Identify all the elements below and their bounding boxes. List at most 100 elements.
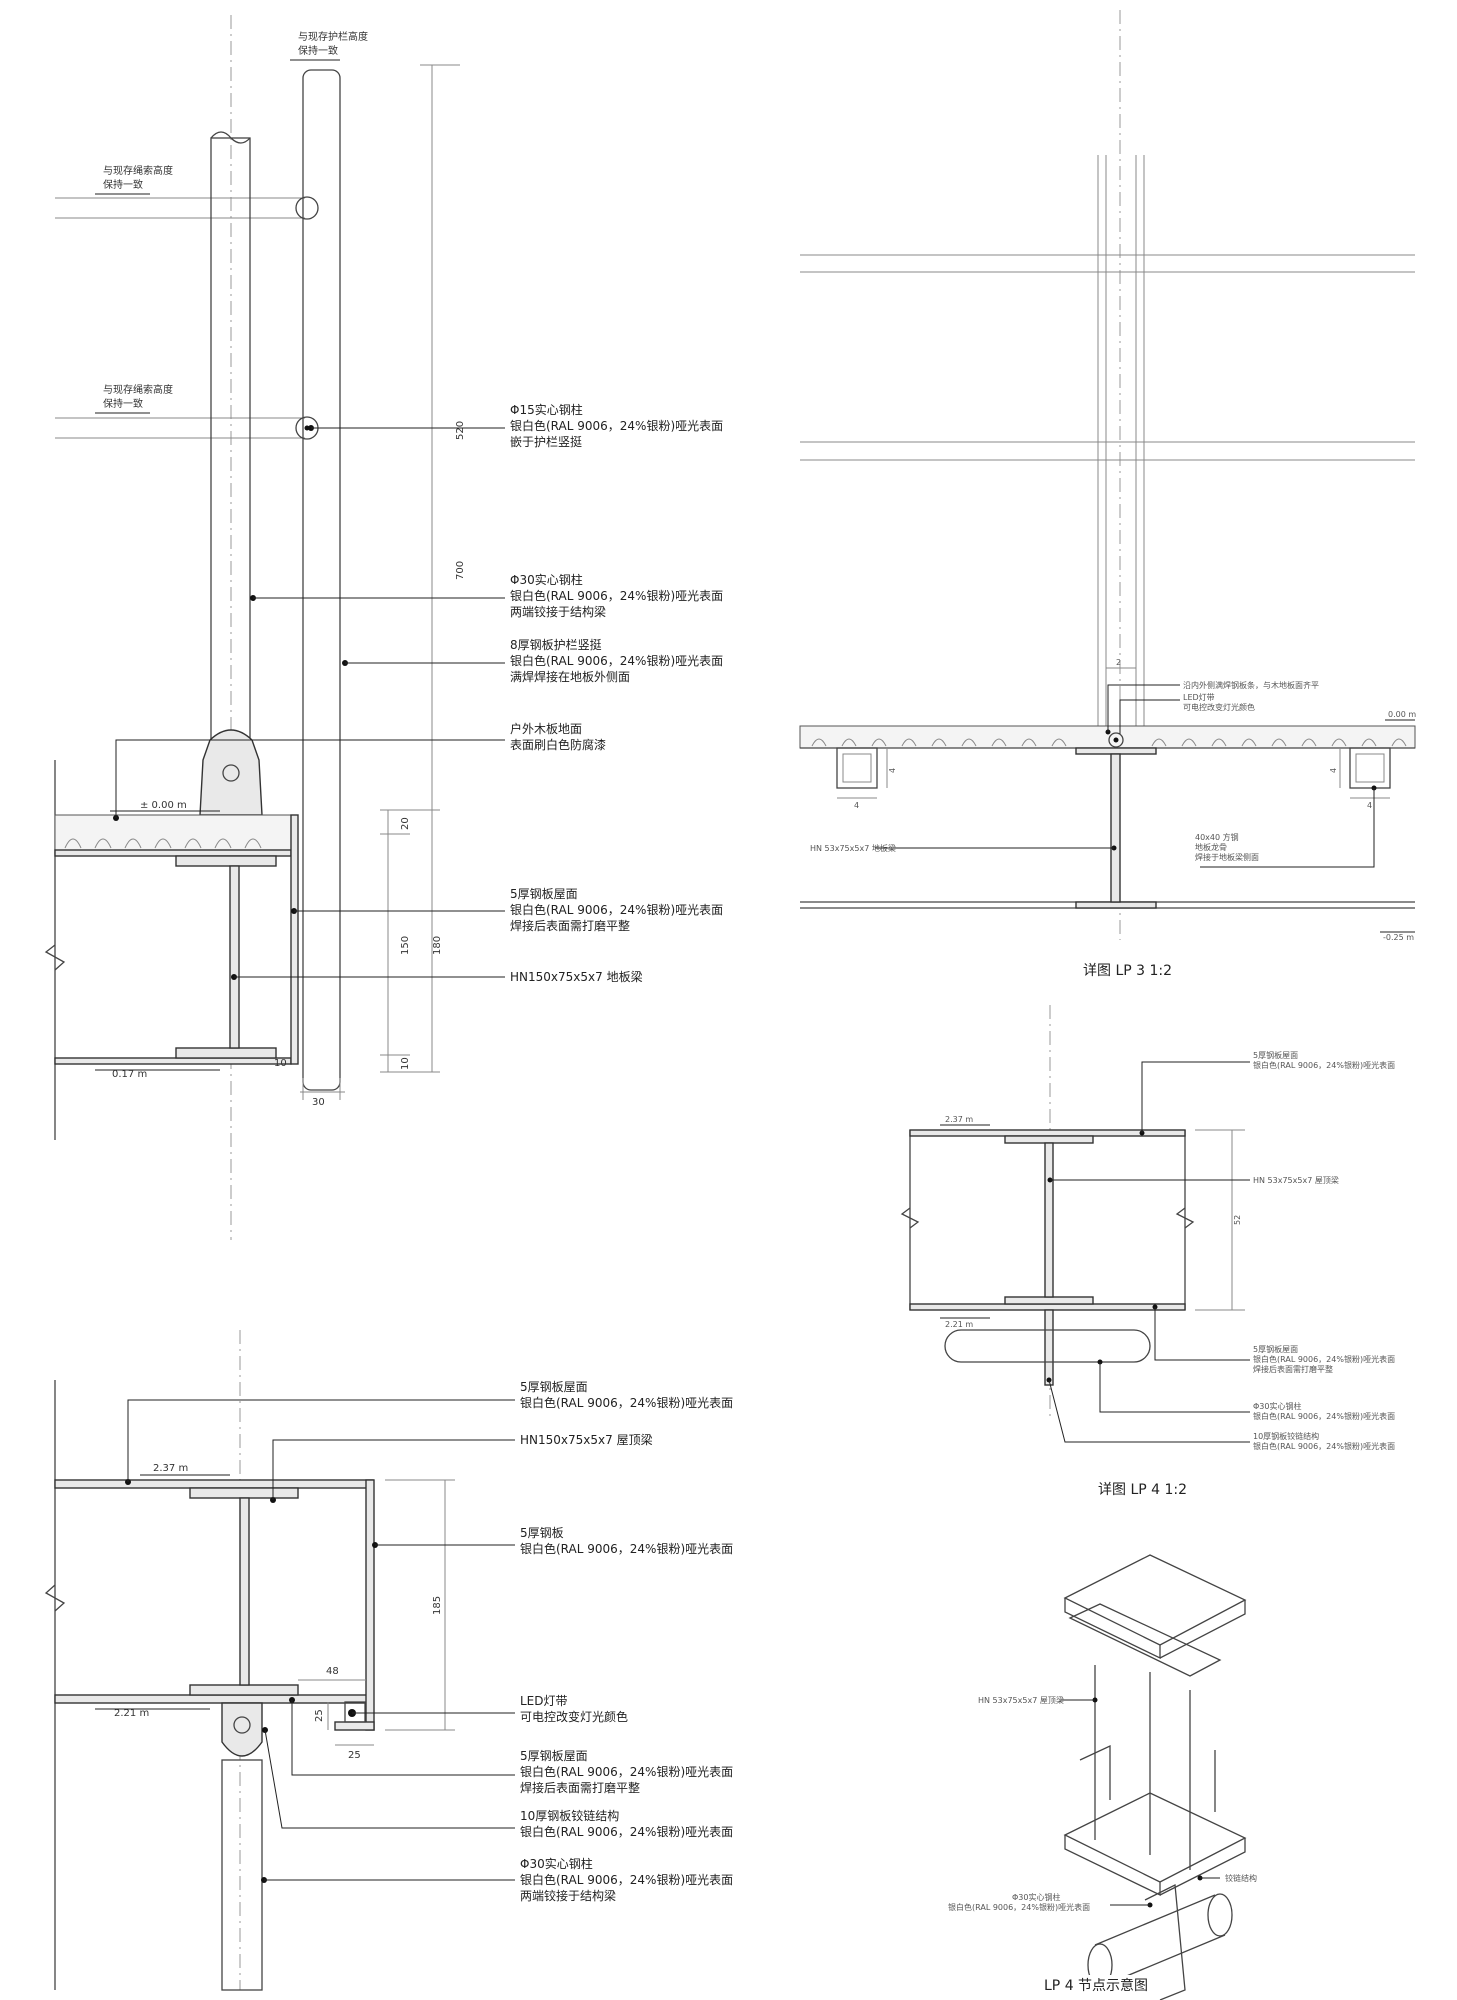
- roof-steel-plate-top: [54, 1479, 374, 1489]
- svg-text:LED灯带: LED灯带: [1183, 692, 1215, 702]
- lp4-hinge-plate: [1044, 1309, 1054, 1386]
- lp3-floor-beam: [1075, 747, 1157, 909]
- svg-text:与现存绳索高度: 与现存绳索高度: [103, 164, 173, 177]
- svg-text:银白色(RAL 9006，24%银粉)哑光表面: 银白色(RAL 9006，24%银粉)哑光表面: [510, 902, 723, 917]
- svg-text:10厚钢板铰链结构: 10厚钢板铰链结构: [520, 1808, 619, 1823]
- lp3-level-right: 0.00 m: [1385, 710, 1416, 721]
- svg-text:可电控改变灯光颜色: 可电控改变灯光颜色: [520, 1709, 628, 1724]
- svg-text:焊接后表面需打磨平整: 焊接后表面需打磨平整: [1253, 1364, 1333, 1374]
- callout-led-strip: LED灯带 可电控改变灯光颜色: [349, 1694, 628, 1724]
- svg-text:2: 2: [1116, 658, 1121, 667]
- svg-text:Φ15实心钢柱: Φ15实心钢柱: [510, 402, 583, 417]
- detail-a-break-symbol: [44, 944, 66, 971]
- svg-text:185: 185: [432, 1596, 443, 1615]
- node-callout-hinge: 铰链结构: [1197, 1873, 1257, 1883]
- svg-text:5厚钢板: 5厚钢板: [520, 1526, 564, 1540]
- svg-text:嵌于护栏竖挺: 嵌于护栏竖挺: [510, 434, 582, 449]
- lp4-callout-post: Φ30实心钢柱 银白色(RAL 9006，24%银粉)哑光表面: [1097, 1359, 1395, 1421]
- svg-text:5厚钢板屋面: 5厚钢板屋面: [510, 887, 578, 901]
- svg-text:30: 30: [312, 1097, 325, 1108]
- svg-text:Φ30实心钢柱: Φ30实心钢柱: [510, 572, 583, 587]
- svg-text:银白色(RAL 9006，24%银粉)哑光表面: 银白色(RAL 9006，24%银粉)哑光表面: [520, 1872, 733, 1887]
- hn150-roof-beam: [189, 1487, 299, 1696]
- svg-text:150: 150: [400, 936, 411, 955]
- svg-text:2.37 m: 2.37 m: [945, 1115, 973, 1124]
- detail-b-dimensions: 185 48 25 25: [298, 1479, 455, 1761]
- callout-roof-plate-bottom: 5厚钢板屋面 银白色(RAL 9006，24%银粉)哑光表面 焊接后表面需打磨平…: [289, 1697, 733, 1795]
- lp4-caption: 详图 LP 4 1:2: [1098, 1482, 1187, 1498]
- lp3-square-tube-left: [836, 747, 878, 789]
- svg-text:与现存绳索高度: 与现存绳索高度: [103, 383, 173, 396]
- svg-text:保持一致: 保持一致: [103, 397, 143, 410]
- svg-text:银白色(RAL 9006，24%银粉)哑光表面: 银白色(RAL 9006，24%银粉)哑光表面: [1253, 1411, 1395, 1421]
- callout-steel-roof-plate: 5厚钢板屋面 银白色(RAL 9006，24%银粉)哑光表面 焊接后表面需打磨平…: [291, 887, 723, 933]
- svg-text:可电控改变灯光颜色: 可电控改变灯光颜色: [1183, 702, 1255, 712]
- svg-text:520: 520: [455, 421, 466, 440]
- callout-phi15-rod: Φ15实心钢柱 银白色(RAL 9006，24%银粉)哑光表面 嵌于护栏竖挺: [308, 402, 723, 449]
- lp3-callout-steel-strip: 沿内外侧满焊钢板条，与木地板面齐平: [1105, 680, 1319, 735]
- svg-text:52: 52: [1233, 1215, 1242, 1225]
- svg-text:180: 180: [432, 936, 443, 955]
- svg-text:与现存护栏高度: 与现存护栏高度: [298, 30, 368, 43]
- svg-text:满焊焊接在地板外侧面: 满焊焊接在地板外侧面: [510, 669, 630, 684]
- svg-text:5厚钢板屋面: 5厚钢板屋面: [1253, 1344, 1298, 1354]
- svg-text:4: 4: [854, 801, 859, 810]
- svg-text:HN 53x75x5x7 屋顶梁: HN 53x75x5x7 屋顶梁: [1253, 1176, 1339, 1185]
- svg-text:银白色(RAL 9006，24%银粉)哑光表面: 银白色(RAL 9006，24%银粉)哑光表面: [1253, 1354, 1395, 1364]
- level-mark-237: 2.37 m: [140, 1463, 230, 1476]
- lp4-level-top: 2.37 m: [940, 1115, 990, 1126]
- hn150-floor-beam: [175, 855, 277, 1059]
- svg-text:5厚钢板屋面: 5厚钢板屋面: [520, 1380, 588, 1394]
- phi30-post-roof: [221, 1759, 263, 1991]
- lp4-callout-roof-plate: 5厚钢板屋面 银白色(RAL 9006，24%银粉)哑光表面: [1139, 1050, 1395, 1136]
- svg-text:沿内外侧满焊钢板条，与木地板面齐平: 沿内外侧满焊钢板条，与木地板面齐平: [1183, 680, 1319, 690]
- node-callout-post: Φ30实心钢柱 银白色(RAL 9006，24%银粉)哑光表面: [948, 1892, 1153, 1912]
- svg-text:10: 10: [274, 1058, 287, 1069]
- detail-a-railing-section: ± 0.00 m 0.17 m 520 700 20 150 180 10 10…: [44, 15, 723, 1240]
- node-top-flange: [1063, 1554, 1247, 1646]
- svg-text:-0.25 m: -0.25 m: [1383, 933, 1414, 942]
- svg-text:20: 20: [400, 817, 411, 830]
- detail-node-axonometric: HN 53x75x5x7 屋顶梁 Φ30实心钢柱 银白色(RAL 9006，24…: [948, 1554, 1257, 2000]
- svg-text:银白色(RAL 9006，24%银粉)哑光表面: 银白色(RAL 9006，24%银粉)哑光表面: [520, 1395, 733, 1410]
- svg-text:40x40 方钢: 40x40 方钢: [1195, 832, 1239, 842]
- level-mark-017: 0.17 m: [95, 1069, 220, 1080]
- detail-a-dimensions: 520 700 20 150 180 10 10 30: [274, 64, 466, 1108]
- lp4-roof-beam: [1004, 1135, 1094, 1305]
- post-break-top: [210, 131, 251, 144]
- lp4-callout-roof-beam: HN 53x75x5x7 屋顶梁: [1047, 1176, 1339, 1185]
- svg-text:银白色(RAL 9006，24%银粉)哑光表面: 银白色(RAL 9006，24%银粉)哑光表面: [510, 418, 723, 433]
- lp4-level-bottom: 2.21 m: [940, 1317, 990, 1329]
- svg-text:银白色(RAL 9006，24%银粉)哑光表面: 银白色(RAL 9006，24%银粉)哑光表面: [510, 588, 723, 603]
- svg-text:银白色(RAL 9006，24%银粉)哑光表面: 银白色(RAL 9006，24%银粉)哑光表面: [520, 1824, 733, 1839]
- svg-text:银白色(RAL 9006，24%银粉)哑光表面: 银白色(RAL 9006，24%银粉)哑光表面: [510, 653, 723, 668]
- detail-b-roof-section: 2.37 m 2.21 m 185 48 25 25 5厚钢板屋面 银白色(RA…: [44, 1330, 733, 1991]
- node-bottom-flange: [1063, 1792, 1247, 1883]
- svg-text:两端铰接于结构梁: 两端铰接于结构梁: [510, 604, 606, 619]
- svg-text:LED灯带: LED灯带: [520, 1694, 568, 1708]
- svg-text:25: 25: [348, 1750, 361, 1761]
- svg-text:保持一致: 保持一致: [103, 178, 143, 191]
- svg-text:Φ30实心钢柱: Φ30实心钢柱: [520, 1856, 593, 1871]
- roof-edge-steel-plate: [365, 1479, 375, 1731]
- svg-text:Φ30实心钢柱: Φ30实心钢柱: [1012, 1892, 1060, 1902]
- svg-text:铰链结构: 铰链结构: [1225, 1873, 1257, 1883]
- svg-text:焊接于地板梁侧面: 焊接于地板梁侧面: [1195, 852, 1259, 862]
- wood-deck-floor: [54, 814, 292, 851]
- note-cable-height-2: 与现存绳索高度 保持一致: [95, 383, 173, 414]
- svg-text:HN150x75x5x7 屋顶梁: HN150x75x5x7 屋顶梁: [520, 1432, 653, 1447]
- svg-text:银白色(RAL 9006，24%银粉)哑光表面: 银白色(RAL 9006，24%银粉)哑光表面: [1253, 1060, 1395, 1070]
- lp3-caption: 详图 LP 3 1:2: [1083, 963, 1172, 979]
- svg-text:2.37 m: 2.37 m: [153, 1463, 188, 1474]
- lp4-phi30-post: [944, 1329, 1151, 1363]
- svg-text:4: 4: [1329, 768, 1338, 773]
- lp3-callout-beam: HN 53x75x5x7 地板梁: [810, 843, 1117, 853]
- railing-upright-plate: [302, 69, 341, 1091]
- svg-text:0.00 m: 0.00 m: [1388, 710, 1416, 719]
- lp3-callout-led: LED灯带 可电控改变灯光颜色: [1119, 692, 1255, 734]
- svg-text:5厚钢板屋面: 5厚钢板屋面: [520, 1749, 588, 1763]
- lp4-callout-hinge: 10厚钢板铰链结构 银白色(RAL 9006，24%银粉)哑光表面: [1046, 1377, 1395, 1451]
- svg-text:地板龙骨: 地板龙骨: [1195, 842, 1227, 852]
- level-mark-0: ± 0.00 m: [110, 800, 220, 812]
- node-hinge-plate: [1144, 1883, 1186, 2000]
